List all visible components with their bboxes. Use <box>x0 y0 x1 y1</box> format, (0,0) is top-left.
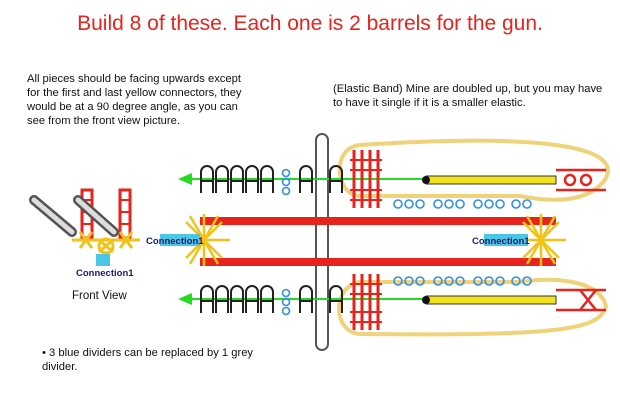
middle-frame: Connection1 Connection1 <box>146 214 566 266</box>
connection-marker <box>160 234 200 246</box>
front-view-label: Front View <box>72 290 127 302</box>
white-clip-icon <box>200 165 343 193</box>
grey-rod-icon <box>29 195 119 237</box>
page-title: Build 8 of these. Each one is 2 barrels … <box>77 12 543 35</box>
yellow-star-connector-icon <box>72 231 140 255</box>
divider-footnote: • 3 blue dividers can be replaced by 1 g… <box>42 347 254 373</box>
bottom-barrel <box>178 274 606 330</box>
connection-marker <box>96 254 110 266</box>
yellow-rod <box>425 175 557 185</box>
white-clip-icon <box>200 285 343 313</box>
green-arrow-head <box>178 293 192 305</box>
front-view-diagram: Connection1 <box>29 188 140 279</box>
right-connection-label: Connection1 <box>472 236 530 247</box>
green-arrow-head <box>178 173 192 185</box>
red-rod-icon <box>118 188 132 240</box>
red-end-clip <box>556 168 606 192</box>
connection-marker <box>484 234 528 246</box>
top-barrel <box>178 150 606 209</box>
left-connection-label: Connection1 <box>146 236 204 247</box>
blue-spacer-row <box>393 199 532 209</box>
red-rod <box>200 258 556 266</box>
red-rod <box>200 217 556 225</box>
yellow-star-connector-icon <box>516 214 566 266</box>
blue-spacer-row <box>393 276 532 286</box>
red-end-clip <box>556 288 606 312</box>
yellow-rod <box>425 295 557 305</box>
instruction-note: All pieces should be facing upwards exce… <box>27 73 242 127</box>
grey-rod-icon <box>315 133 329 351</box>
blue-spacer-icon <box>281 168 291 196</box>
main-assembly: Connection1 Connection1 <box>146 133 610 351</box>
front-connection-label: Connection1 <box>76 268 134 279</box>
elastic-band-note: (Elastic Band) Mine are doubled up, but … <box>333 83 603 109</box>
blue-spacer-icon <box>281 288 291 316</box>
